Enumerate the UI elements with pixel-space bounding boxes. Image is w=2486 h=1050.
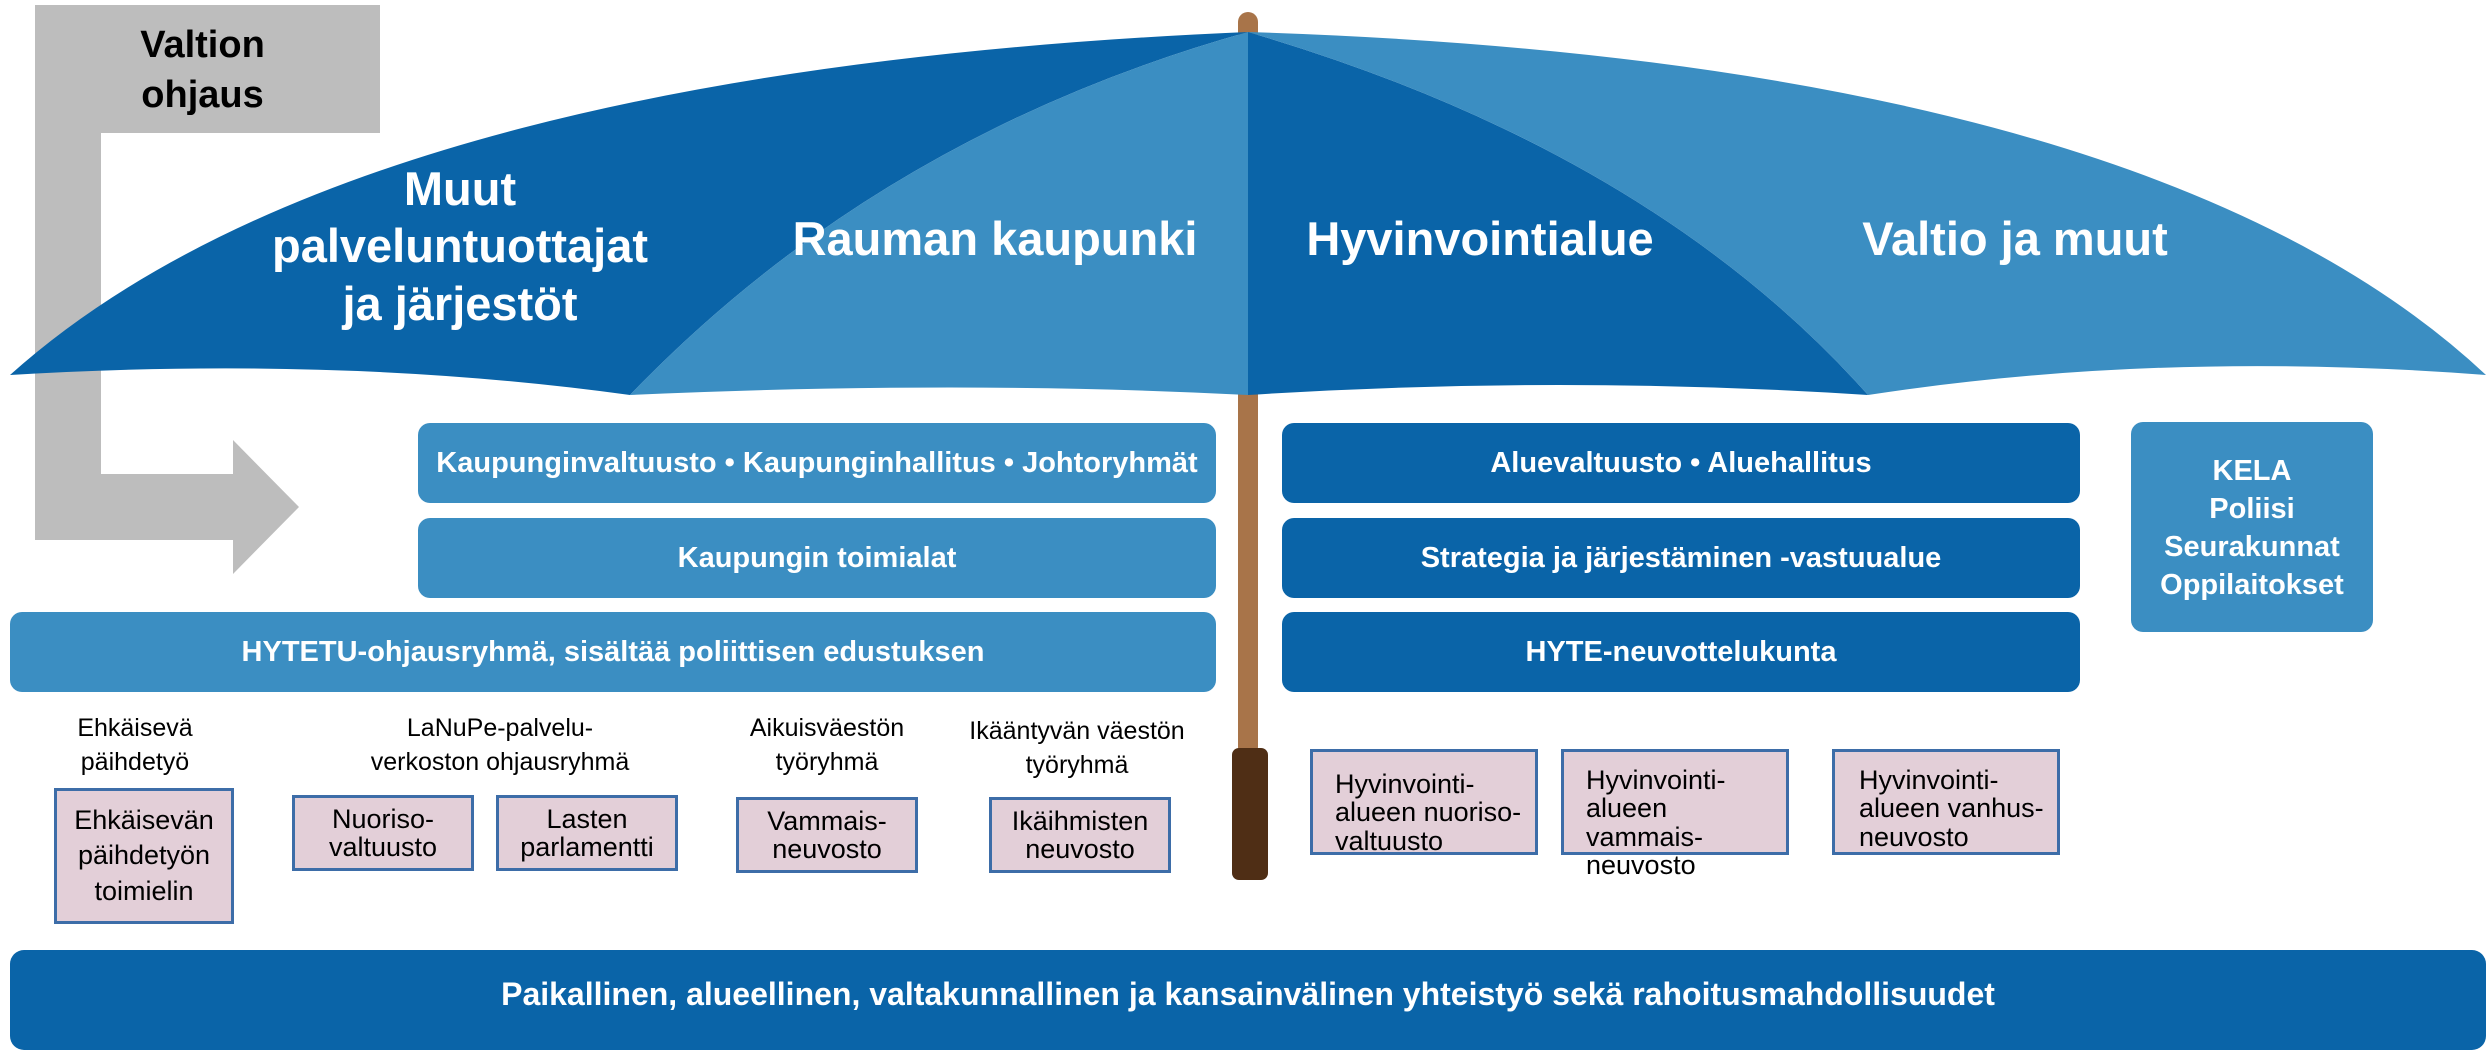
city-departments-bar: Kaupungin toimialat [418, 518, 1216, 598]
body-elderly-council: Ikäihmisten neuvosto [989, 797, 1171, 873]
canopy-title-other-providers-line2: palveluntuottajat [271, 219, 649, 273]
body-elderly-council-line2: neuvosto [1025, 834, 1135, 864]
canopy-section-other-providers [10, 32, 1248, 395]
canopy-title-region: Hyvinvointialue [1306, 212, 1654, 265]
body-youth-council-line2: valtuusto [328, 832, 438, 862]
group-label-elderly-line1: Ikääntyvän väestön [969, 717, 1185, 745]
group-label-prevention: Ehkäisevä päihdetyö [45, 712, 225, 780]
body-disability-council-line1: Vammais- [767, 805, 887, 836]
group-label-adults-line2: työryhmä [775, 747, 879, 776]
body-region-youth-council-line2: alueen nuoriso- [1335, 797, 1522, 828]
body-region-youth-council: Hyvinvointi- alueen nuoriso- valtuusto [1310, 749, 1538, 855]
group-label-adults: Aikuisväestön työryhmä [717, 712, 937, 780]
state-steering-arrow-bar [35, 474, 235, 540]
group-label-prevention-line1: Ehkäisevä [77, 714, 193, 742]
group-label-elderly: Ikääntyvän väestön työryhmä [950, 715, 1204, 783]
canopy-title-other-providers-line3: ja järjestöt [342, 276, 578, 330]
body-prevention: Ehkäisevän päihdetyön toimielin [54, 788, 234, 924]
group-label-prevention-line2: päihdetyö [80, 747, 190, 776]
state-steering-label-line1: Valtion [140, 24, 265, 66]
body-children-parliament: Lasten parlamentti [496, 795, 678, 871]
body-region-elderly-council-line1: Hyvinvointi- [1859, 765, 1999, 795]
body-region-elderly-council-line2: alueen vanhus- [1859, 793, 2044, 824]
group-label-elderly-line2: työryhmä [1025, 750, 1129, 779]
state-steering-label: Valtion ohjaus [35, 20, 370, 120]
body-youth-council: Nuoriso- valtuusto [292, 795, 474, 871]
body-prevention-line2: päihdetyön [77, 840, 211, 871]
body-region-youth-council-line3: valtuusto [1335, 825, 1444, 856]
body-youth-council-line1: Nuoriso- [331, 803, 434, 834]
state-actor-kela: KELA [2212, 455, 2292, 487]
hytetu-steering-group-bar: HYTETU-ohjausryhmä, sisältää poliittisen… [10, 612, 1216, 692]
canopy-title-other-providers: Muut palveluntuottajat ja järjestöt [240, 160, 680, 332]
state-steering-arrow-head [233, 440, 299, 574]
body-prevention-line3: toimielin [94, 875, 194, 906]
body-region-disability-council-line3: neuvosto [1586, 850, 1696, 881]
canopy-title-other-providers-line1: Muut [403, 162, 517, 215]
umbrella-canopy [10, 32, 2486, 395]
canopy-section-region [1248, 32, 1868, 395]
body-region-elderly-council: Hyvinvointi- alueen vanhus- neuvosto [1832, 749, 2060, 855]
group-label-lanupe-line2: verkoston ohjausryhmä [370, 747, 630, 776]
body-region-disability-council: Hyvinvointi- alueen vammais- neuvosto [1561, 749, 1789, 879]
group-label-adults-line1: Aikuisväestön [749, 714, 905, 742]
state-steering-arrow-top [35, 5, 380, 133]
group-label-lanupe: LaNuPe-palvelu- verkoston ohjausryhmä [320, 712, 680, 780]
body-disability-council-line2: neuvosto [772, 834, 882, 864]
canopy-section-city [630, 32, 1248, 395]
body-region-youth-council-line1: Hyvinvointi- [1335, 769, 1475, 799]
umbrella-handle [1232, 748, 1268, 880]
region-council-bar: Aluevaltuusto • Aluehallitus [1282, 423, 2080, 503]
city-council-bar: Kaupunginvaltuusto • Kaupunginhallitus •… [418, 423, 1216, 503]
body-elderly-council-line1: Ikäihmisten [1011, 805, 1149, 836]
canopy-title-city: Rauman kaupunki [792, 212, 1198, 265]
region-strategy-bar: Strategia ja järjestäminen -vastuualue [1282, 518, 2080, 598]
body-region-elderly-council-line3: neuvosto [1859, 821, 1969, 852]
body-children-parliament-line2: parlamentti [520, 832, 654, 862]
state-actor-police: Poliisi [2209, 493, 2295, 525]
body-prevention-line1: Ehkäisevän [74, 805, 214, 836]
body-children-parliament-line1: Lasten [546, 803, 628, 834]
state-steering-label-line2: ohjaus [141, 74, 264, 116]
state-actor-schools: Oppilaitokset [2160, 569, 2344, 601]
group-label-lanupe-line1: LaNuPe-palvelu- [406, 714, 594, 742]
state-actor-parishes: Seurakunnat [2164, 531, 2340, 563]
hyte-committee-bar: HYTE-neuvottelukunta [1282, 612, 2080, 692]
body-region-disability-council-line2: alueen vammais- [1586, 793, 1704, 852]
body-region-disability-council-line1: Hyvinvointi- [1586, 765, 1726, 795]
body-disability-council: Vammais- neuvosto [736, 797, 918, 873]
canopy-title-state-others: Valtio ja muut [1862, 212, 2168, 265]
cooperation-footer-bar: Paikallinen, alueellinen, valtakunnallin… [10, 950, 2486, 1050]
canopy-section-state-others [1248, 32, 2486, 395]
state-actors-box: KELA Poliisi Seurakunnat Oppilaitokset [2131, 422, 2373, 632]
